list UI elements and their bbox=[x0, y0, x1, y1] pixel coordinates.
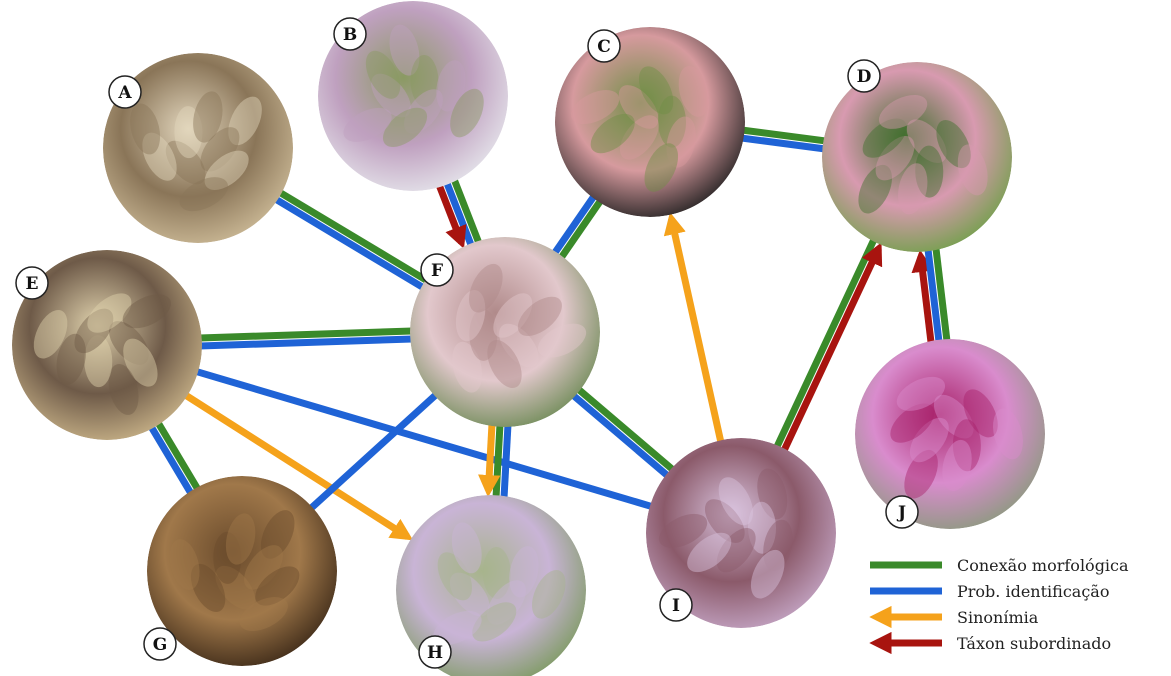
legend-label-subordinate: Táxon subordinado bbox=[957, 634, 1111, 653]
node-d-label: D bbox=[848, 60, 880, 92]
node-j: J bbox=[855, 339, 1045, 529]
node-c-photo bbox=[555, 27, 745, 217]
svg-text:C: C bbox=[597, 37, 611, 57]
edge-f-h-morphological bbox=[496, 421, 500, 501]
svg-text:I: I bbox=[672, 596, 680, 616]
edge-i-c-synonymy bbox=[671, 219, 721, 446]
nodes-layer: A B C D E F G H I J bbox=[12, 1, 1045, 676]
edge-e-g-morphological bbox=[156, 419, 200, 492]
node-f: F bbox=[410, 237, 600, 427]
node-f-label: F bbox=[421, 254, 453, 286]
svg-text:E: E bbox=[26, 274, 39, 294]
node-a-label: A bbox=[109, 76, 141, 108]
edge-f-i-morphological bbox=[575, 387, 675, 473]
svg-text:B: B bbox=[343, 25, 357, 45]
node-d: D bbox=[822, 60, 1012, 252]
node-i: I bbox=[646, 438, 836, 628]
svg-text:F: F bbox=[431, 261, 443, 281]
node-j-label: J bbox=[886, 496, 918, 528]
node-i-label: I bbox=[660, 589, 692, 621]
svg-text:D: D bbox=[857, 67, 872, 87]
edge-c-f-identification bbox=[552, 193, 596, 257]
svg-text:J: J bbox=[896, 503, 906, 523]
edge-c-f-morphological bbox=[559, 198, 603, 262]
node-g-photo bbox=[147, 476, 337, 666]
node-g: G bbox=[144, 476, 337, 666]
edge-a-f-morphological bbox=[276, 190, 430, 282]
legend-label-synonymy: Sinonímia bbox=[957, 608, 1039, 627]
svg-text:G: G bbox=[153, 635, 168, 655]
edge-a-f-identification bbox=[272, 197, 426, 289]
legend-item-morphological: Conexão morfológica bbox=[870, 556, 1129, 575]
legend-item-subordinate: Táxon subordinado bbox=[876, 634, 1111, 653]
legend-item-synonymy: Sinonímia bbox=[876, 608, 1039, 627]
node-d-photo bbox=[822, 62, 1012, 252]
node-h: H bbox=[396, 495, 586, 676]
legend-label-identification: Prob. identificação bbox=[957, 582, 1109, 601]
node-c: C bbox=[555, 27, 745, 217]
svg-text:H: H bbox=[427, 643, 443, 663]
node-h-label: H bbox=[419, 636, 451, 668]
edge-e-g-identification bbox=[149, 423, 193, 496]
edge-f-h-identification bbox=[504, 421, 508, 501]
node-b: B bbox=[318, 1, 508, 191]
node-b-label: B bbox=[334, 18, 366, 50]
legend-item-identification: Prob. identificação bbox=[870, 582, 1109, 601]
node-e: E bbox=[12, 250, 202, 440]
edge-f-i-identification bbox=[570, 393, 670, 479]
svg-text:A: A bbox=[117, 83, 132, 103]
edge-f-h-synonymy bbox=[488, 420, 492, 490]
node-c-label: C bbox=[588, 30, 620, 62]
legend-label-morphological: Conexão morfológica bbox=[957, 556, 1129, 575]
node-e-label: E bbox=[16, 267, 48, 299]
node-a: A bbox=[103, 53, 293, 243]
node-g-label: G bbox=[144, 628, 176, 660]
node-j-photo bbox=[855, 339, 1045, 529]
